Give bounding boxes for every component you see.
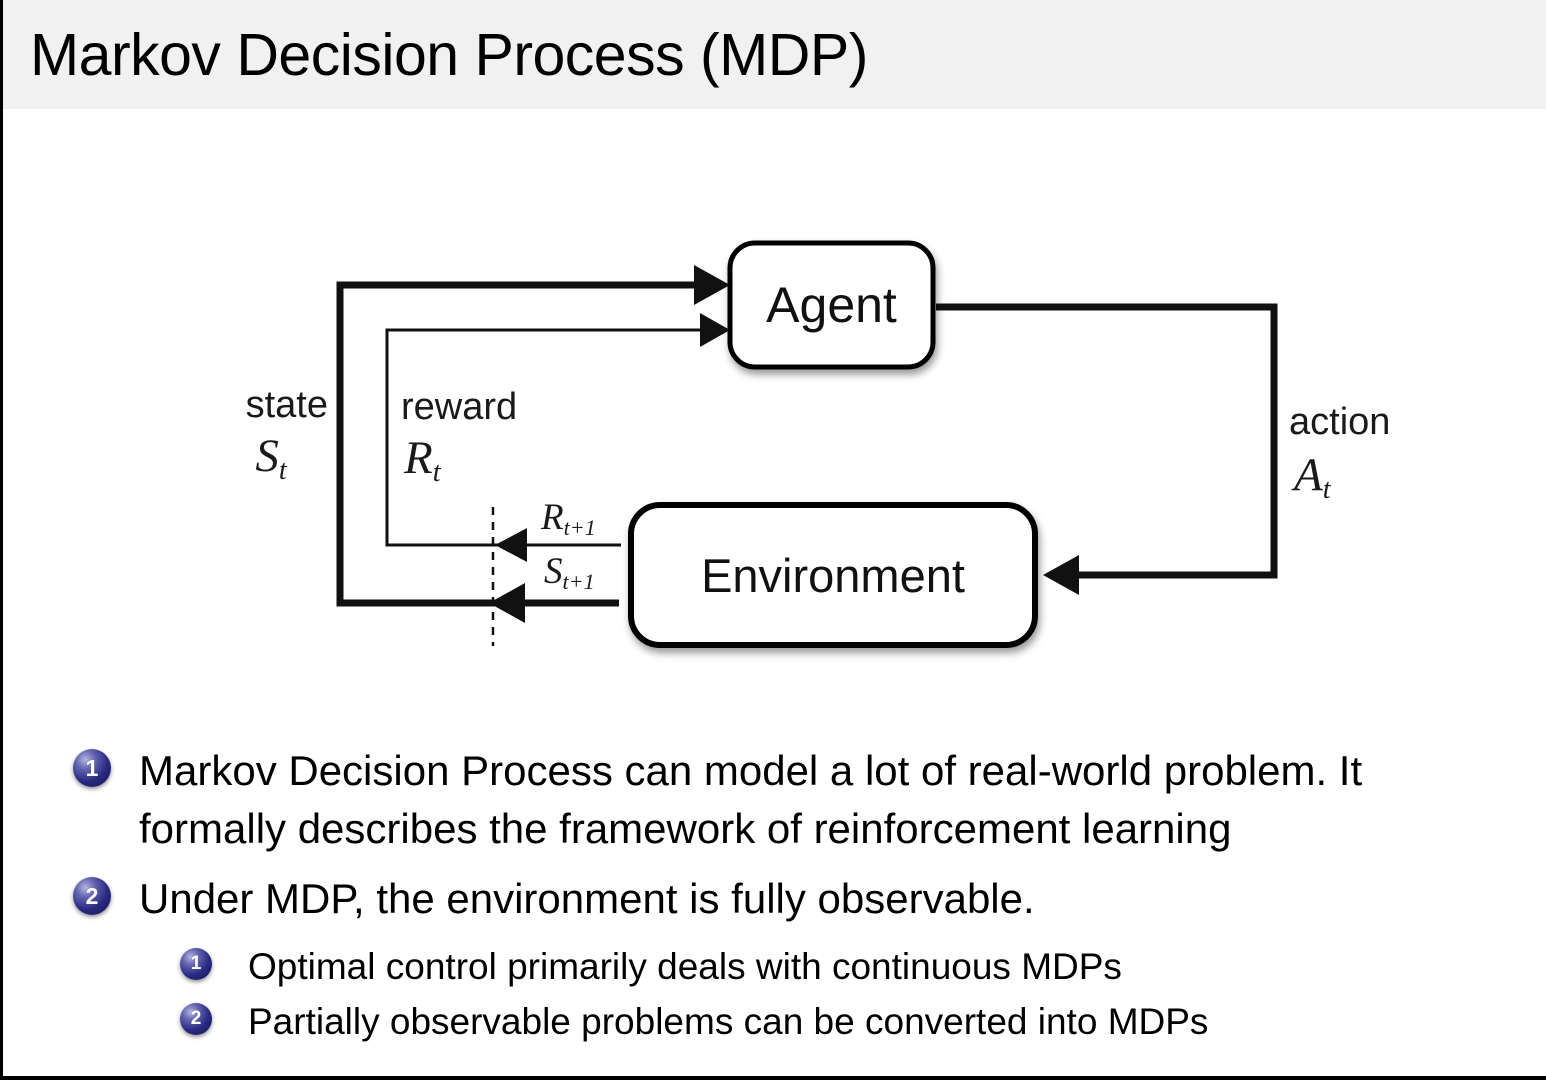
agent-box-label: Agent <box>766 277 897 333</box>
list-item-text: Optimal control primarily deals with con… <box>248 946 1122 987</box>
next-reward-symbol-label: Rt+1 <box>541 497 596 541</box>
action-arrowhead-into-environment <box>1043 555 1079 595</box>
list-item-text: Markov Decision Process can model a lot … <box>139 747 1363 852</box>
list-item: 2 Under MDP, the environment is fully ob… <box>73 870 1520 928</box>
list-item: 2 Partially observable problems can be c… <box>180 997 1520 1047</box>
environment-box <box>628 502 1038 648</box>
environment-box-label: Environment <box>701 548 965 602</box>
bullet-list: 1 Markov Decision Process can model a lo… <box>73 742 1520 1047</box>
list-item-text: Under MDP, the environment is fully obse… <box>139 875 1035 922</box>
list-item-text: Partially observable problems can be con… <box>248 1001 1209 1042</box>
sub-bullet-list: 1 Optimal control primarily deals with c… <box>73 942 1520 1047</box>
next-reward-arrowhead <box>495 528 527 562</box>
agent-box <box>727 240 936 370</box>
reward-word-label: reward <box>401 386 518 428</box>
state-loop-line <box>336 281 721 607</box>
list-item: 1 Optimal control primarily deals with c… <box>180 942 1520 992</box>
reward-symbol-label: Rt <box>404 432 441 488</box>
mdp-loop-diagram <box>336 240 1278 648</box>
sub-enumeration-ball-1: 1 <box>180 948 212 980</box>
slide-title: Markov Decision Process (MDP) <box>30 21 868 88</box>
title-bar: Markov Decision Process (MDP) <box>3 0 1546 109</box>
reward-arrowhead-into-agent <box>700 313 730 347</box>
state-arrowhead-into-agent <box>694 265 730 305</box>
sub-enumeration-ball-2: 2 <box>180 1003 212 1035</box>
action-symbol-label: At <box>1294 449 1331 505</box>
enumeration-ball-2: 2 <box>73 877 111 915</box>
action-word-label: action <box>1289 401 1391 443</box>
state-symbol-label: St <box>255 430 287 486</box>
action-loop-line <box>936 303 1278 579</box>
enumeration-ball-1: 1 <box>73 749 111 787</box>
next-state-symbol-label: St+1 <box>544 551 595 595</box>
state-word-label: state <box>245 384 328 426</box>
next-state-arrowhead <box>489 583 525 623</box>
list-item: 1 Markov Decision Process can model a lo… <box>73 742 1520 858</box>
